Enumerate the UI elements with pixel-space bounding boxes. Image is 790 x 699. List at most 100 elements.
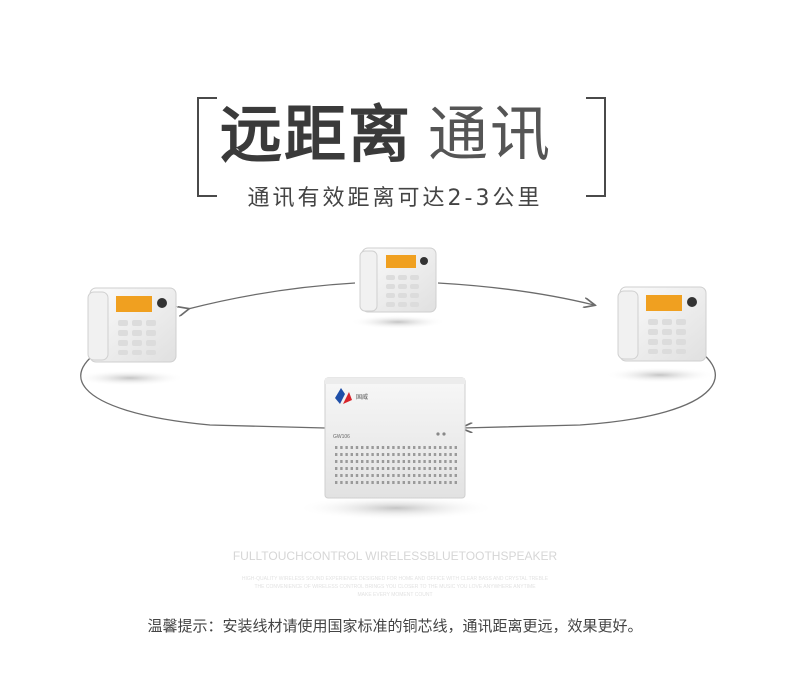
vent-slot [413,446,416,449]
vent-slot [387,467,390,470]
vent-slot [355,481,359,484]
vent-slot [350,474,353,477]
vent-slot [340,453,343,456]
vent-slot [449,467,452,470]
vent-slot [335,467,338,470]
title-bracket-left [197,97,217,197]
vent-slot [361,474,364,477]
vent-slot [366,453,369,456]
vent-slot [413,467,416,470]
vent-slot [449,446,452,449]
vent-slot [376,474,379,477]
vent-slot [439,446,442,449]
vent-slot [392,446,395,449]
phone-right-shadow [605,367,715,383]
link-left-to-top [188,282,356,309]
vent-slot [402,474,405,477]
vent-slot [366,446,369,449]
vent-slot [392,467,395,470]
vent-slot [397,481,400,484]
vent-slot [433,474,437,477]
vent-slot [428,481,431,484]
phone-left-shadow [75,370,185,386]
vent-slot [376,481,379,484]
vent-slot [402,446,405,449]
vent-slot [350,460,353,463]
vent-slot [428,446,431,449]
vent-slot [407,460,411,463]
vent-slot [361,446,364,449]
vent-slot [340,446,343,449]
vent-slot [397,467,400,470]
vent-slot [413,460,416,463]
vent-slot [350,446,353,449]
vent-slot [402,453,405,456]
brand-logo-icon [335,388,352,404]
vent-slot [371,474,374,477]
vent-slot [428,460,431,463]
vent-slot [433,467,437,470]
vent-slot [376,453,379,456]
vent-slot [381,467,385,470]
vent-slot [433,460,437,463]
vent-slot [449,474,452,477]
vent-slot [392,474,395,477]
vent-slot [423,467,426,470]
vent-slot [381,460,385,463]
vent-slot [418,460,421,463]
vent-slot [392,460,395,463]
vent-slot [381,446,385,449]
vent-slot [350,481,353,484]
vent-slot [423,474,426,477]
vent-slot [387,453,390,456]
vent-slot [371,467,374,470]
vent-slot [381,474,385,477]
vent-slot [423,446,426,449]
vent-slot [428,467,431,470]
vent-slot [449,481,452,484]
phone-right-icon [617,286,707,362]
vent-slot [439,467,442,470]
vent-slot [397,474,400,477]
vent-slot [355,453,359,456]
vent-slot [407,474,411,477]
link-top-to-right [437,282,594,305]
phone-top-icon [359,247,437,313]
vent-slot [345,467,348,470]
watermark-title: FULLTOUCHCONTROL WIRELESSBLUETOOTHSPEAKE… [232,549,558,563]
vent-slot [413,474,416,477]
vent-slot [428,474,431,477]
vent-slot [340,460,343,463]
vent-slot [439,474,442,477]
vent-slot [371,453,374,456]
vent-slot [413,453,416,456]
vent-slot [454,460,457,463]
vent-slot [413,481,416,484]
title-bracket-right [586,97,606,197]
vent-slot [454,453,457,456]
subtitle: 通讯有效距离可达2-3公里 [247,186,543,211]
model-label: GW106 [333,434,350,440]
vent-slot [444,467,447,470]
vent-slot [335,474,338,477]
pbx-switch-icon: 国威 GW106 [324,377,466,499]
vent-slot [439,481,442,484]
watermark-line-1: HIGH-QUALITY WIRELESS SOUND EXPERIENCE D… [241,576,549,582]
vent-slot [361,453,364,456]
vent-slot [402,460,405,463]
vent-slot [454,446,457,449]
vent-slot [397,460,400,463]
vent-slot [418,467,421,470]
vent-slot [407,453,411,456]
vent-slot [335,481,338,484]
vent-slot [449,460,452,463]
vent-slot [428,453,431,456]
phone-left-icon [87,287,177,363]
vent-slot [355,467,359,470]
vent-slot [397,453,400,456]
vent-slot [444,460,447,463]
vent-slot [366,460,369,463]
watermark-line-2: THE CONVENIENCE OF WIRELESS CONTROL BRIN… [254,584,536,590]
vent-slot [355,460,359,463]
